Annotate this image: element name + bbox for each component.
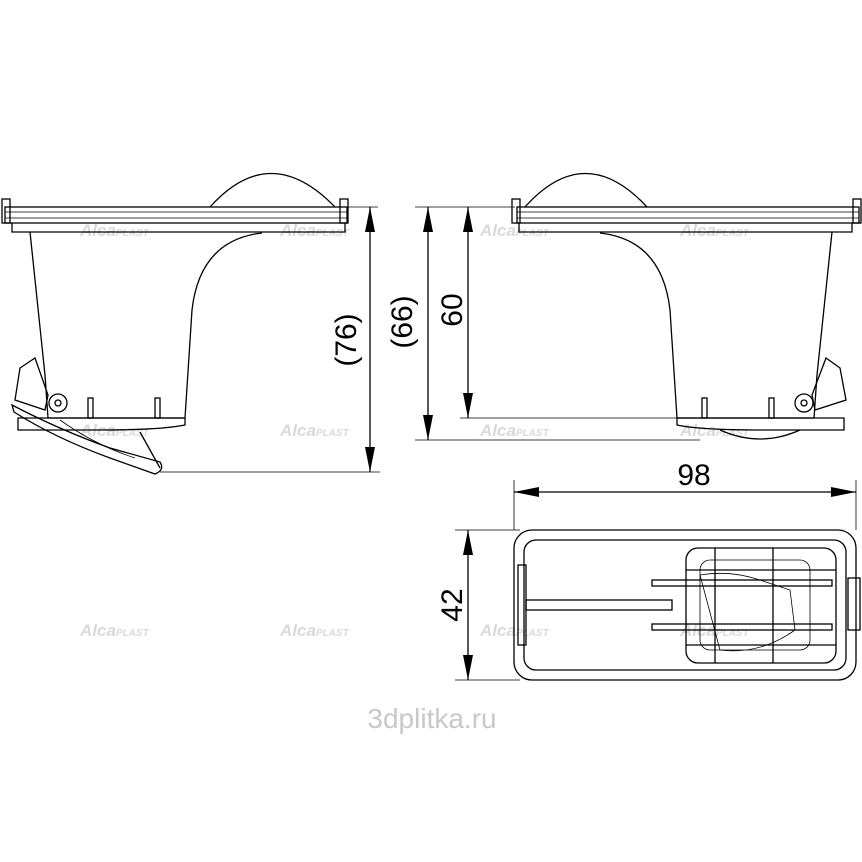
watermark-logo: AlcaPLAST — [679, 421, 750, 440]
rim-lip — [11, 223, 346, 233]
svg-text:AlcaPLAST: AlcaPLAST — [279, 221, 350, 240]
svg-text:AlcaPLAST: AlcaPLAST — [79, 621, 150, 640]
svg-text:AlcaPLAST: AlcaPLAST — [479, 621, 550, 640]
body-outline — [599, 231, 833, 419]
svg-text:AlcaPLAST: AlcaPLAST — [679, 221, 750, 240]
watermark-logo: AlcaPLAST — [679, 221, 750, 240]
svg-text:AlcaPLAST: AlcaPLAST — [479, 421, 550, 440]
base-plate — [676, 417, 845, 431]
svg-text:AlcaPLAST: AlcaPLAST — [279, 621, 350, 640]
base-plate — [17, 417, 186, 431]
side-view-right — [415, 173, 862, 441]
watermark-logo: AlcaPLAST — [479, 421, 550, 440]
dim-label-76: (76) — [330, 313, 363, 366]
handle-bar — [525, 599, 673, 611]
flap — [14, 356, 49, 411]
dim-label-66: (66) — [386, 295, 419, 348]
watermark-grid: AlcaPLAST AlcaPLAST AlcaPLAST AlcaPLAST … — [79, 221, 750, 640]
dome-cap — [209, 173, 336, 208]
top-view — [455, 480, 861, 681]
watermark-logo: AlcaPLAST — [79, 621, 150, 640]
dome-cap — [524, 173, 648, 208]
top-rim — [4, 206, 348, 224]
top-rim — [516, 206, 860, 224]
hinge — [794, 393, 814, 413]
dim-label-60: 60 — [436, 293, 469, 326]
watermark-logo: AlcaPLAST — [79, 221, 150, 240]
flap — [811, 356, 847, 411]
watermark-logo: AlcaPLAST — [279, 621, 350, 640]
watermark-logo: AlcaPLAST — [479, 621, 550, 640]
svg-text:AlcaPLAST: AlcaPLAST — [679, 421, 750, 440]
watermark-logo: AlcaPLAST — [479, 221, 550, 240]
site-watermark: 3dplitka.ru — [367, 703, 496, 734]
outer-frame — [513, 529, 857, 681]
body-outline — [29, 231, 263, 419]
rim-lip — [518, 223, 853, 233]
side-view-left — [1, 173, 380, 475]
watermark-logo: AlcaPLAST — [279, 421, 350, 440]
strainer — [685, 547, 837, 664]
svg-text:AlcaPLAST: AlcaPLAST — [479, 221, 550, 240]
svg-text:AlcaPLAST: AlcaPLAST — [279, 421, 350, 440]
dim-label-42: 42 — [436, 588, 469, 621]
hinge — [48, 393, 68, 413]
dim-label-98: 98 — [677, 459, 710, 492]
svg-text:AlcaPLAST: AlcaPLAST — [79, 221, 150, 240]
watermark-logo: AlcaPLAST — [279, 221, 350, 240]
